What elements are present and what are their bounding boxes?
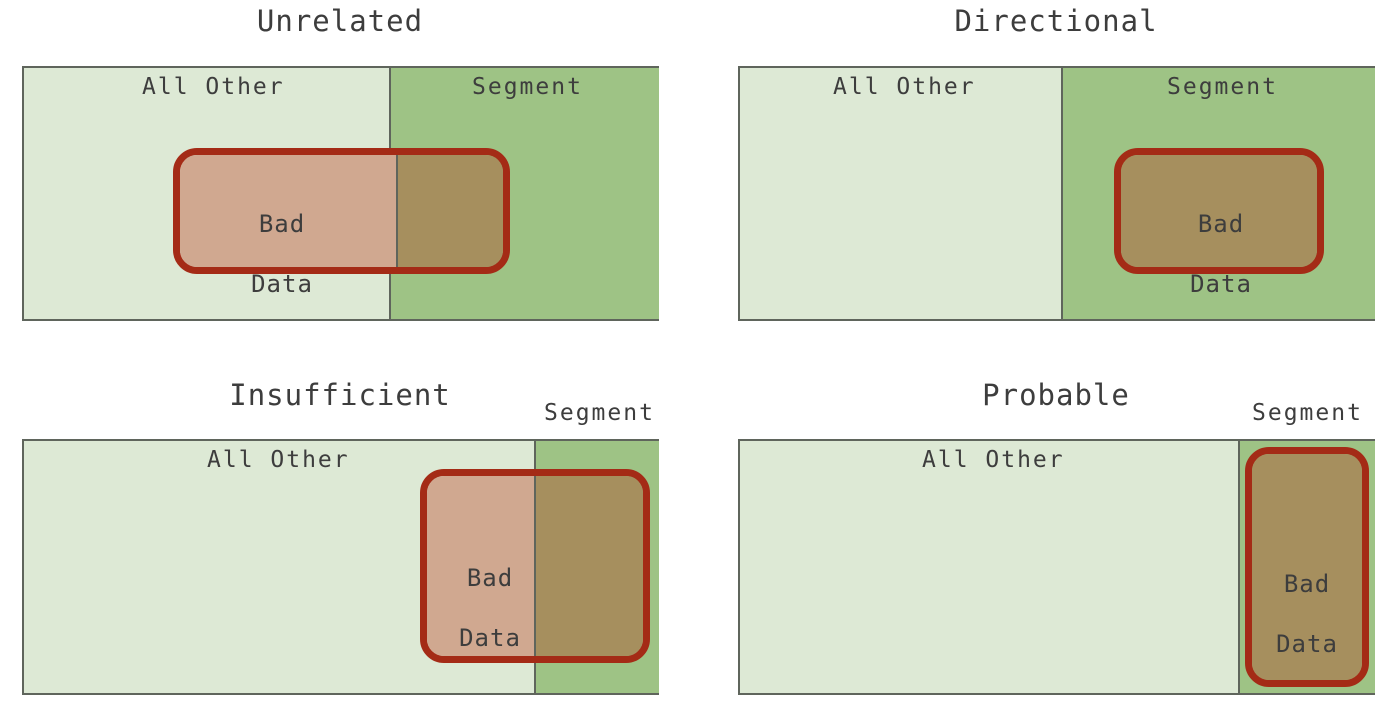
bad-data-segment-overlap bbox=[396, 155, 503, 267]
bad-data-outside-segment bbox=[180, 155, 396, 267]
bad-data-region bbox=[1245, 447, 1369, 687]
bad-data-line-1: Bad bbox=[1283, 570, 1331, 598]
segment-label: Segment bbox=[1167, 74, 1278, 100]
bad-data-label: Bad Data bbox=[1176, 179, 1266, 299]
bad-data-label: Bad Data bbox=[237, 179, 327, 299]
unrelated-title: Unrelated bbox=[256, 4, 424, 38]
bad-data-line-1: Bad bbox=[466, 564, 514, 592]
probable-panel: All Other Bad Data bbox=[738, 439, 1375, 695]
bad-data-region bbox=[173, 148, 510, 274]
unrelated-panel: All Other Segment Bad Data bbox=[22, 66, 659, 321]
all-other-label: All Other bbox=[142, 74, 285, 100]
bad-data-line-2: Data bbox=[251, 270, 313, 298]
bad-data-label: Bad Data bbox=[445, 533, 535, 653]
all-other-region bbox=[740, 441, 1240, 693]
insufficient-panel: All Other Bad Data bbox=[22, 439, 659, 695]
bad-data-segment-overlap bbox=[1252, 454, 1362, 680]
bad-data-outside-segment bbox=[427, 476, 534, 656]
segment-label: Segment bbox=[1252, 400, 1363, 426]
bad-data-line-2: Data bbox=[1190, 270, 1252, 298]
bad-data-line-2: Data bbox=[459, 624, 521, 652]
all-other-region bbox=[740, 68, 1063, 319]
directional-title: Directional bbox=[954, 4, 1158, 38]
bad-data-label: Bad Data bbox=[1262, 539, 1352, 659]
bad-data-line-1: Bad bbox=[258, 210, 306, 238]
segment-label: Segment bbox=[544, 400, 655, 426]
bad-data-line-2: Data bbox=[1276, 630, 1338, 658]
bad-data-line-1: Bad bbox=[1197, 210, 1245, 238]
all-other-label: All Other bbox=[833, 74, 976, 100]
segment-label: Segment bbox=[472, 74, 583, 100]
bad-data-segment-overlap bbox=[534, 476, 643, 656]
directional-panel: All Other Segment Bad Data bbox=[738, 66, 1375, 321]
all-other-label: All Other bbox=[922, 447, 1065, 473]
bad-data-region bbox=[420, 469, 650, 663]
insufficient-title: Insufficient bbox=[229, 378, 451, 412]
bad-data-segment-overlap bbox=[1121, 155, 1317, 267]
all-other-label: All Other bbox=[207, 447, 350, 473]
probable-title: Probable bbox=[982, 378, 1130, 412]
bad-data-region bbox=[1114, 148, 1324, 274]
